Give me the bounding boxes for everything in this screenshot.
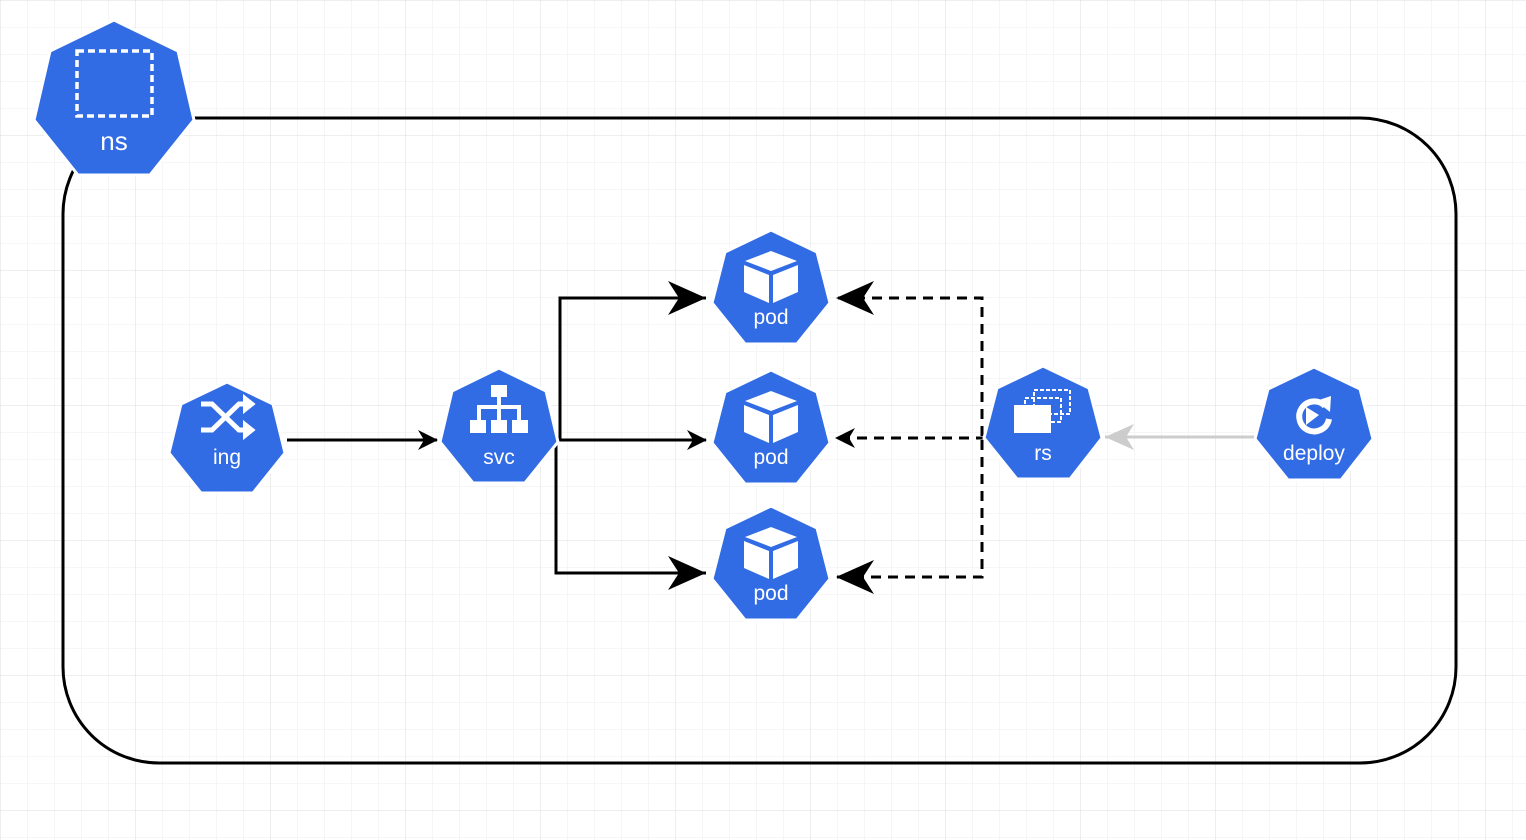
node-label: pod — [753, 306, 788, 329]
node-label: pod — [753, 446, 788, 469]
node-heptagon — [1253, 365, 1375, 482]
node-pod-3[interactable]: pod — [710, 504, 832, 622]
node-heptagon — [710, 228, 832, 346]
node-heptagon — [32, 18, 196, 177]
edge-rs-to-pod-3[interactable] — [836, 440, 984, 594]
node-deploy[interactable]: deploy — [1253, 365, 1375, 482]
node-svc[interactable]: svc — [438, 366, 560, 485]
replicaset-front-window — [1014, 405, 1051, 433]
node-label: deploy — [1283, 442, 1345, 465]
node-rs[interactable]: rs — [982, 364, 1104, 481]
namespace-node[interactable]: ns — [32, 18, 196, 177]
node-label: ing — [213, 446, 241, 469]
edge-svc-to-pod-3[interactable] — [554, 445, 706, 590]
namespace-label: ns — [100, 126, 127, 156]
node-pod-2[interactable]: pod — [710, 368, 832, 486]
node-heptagon — [710, 504, 832, 622]
pod-cube-icon — [744, 251, 798, 303]
ingress-shuffle-icon — [201, 393, 256, 441]
node-heptagon — [167, 380, 287, 495]
node-label: pod — [753, 582, 788, 605]
service-hierarchy-icon — [470, 385, 528, 433]
node-heptagon — [710, 368, 832, 486]
node-label: rs — [1034, 442, 1052, 465]
edge-rs-to-pod-1[interactable] — [836, 281, 984, 436]
pod-cube-icon — [744, 527, 798, 579]
node-pod-1[interactable]: pod — [710, 228, 832, 346]
namespace-boundary[interactable] — [61, 116, 1458, 765]
pod-cube-icon — [744, 391, 798, 443]
namespace-dashed-square-icon — [75, 49, 154, 118]
node-ing[interactable]: ing — [167, 380, 287, 495]
node-label: svc — [483, 446, 515, 469]
deployment-refresh-icon — [1296, 396, 1332, 435]
